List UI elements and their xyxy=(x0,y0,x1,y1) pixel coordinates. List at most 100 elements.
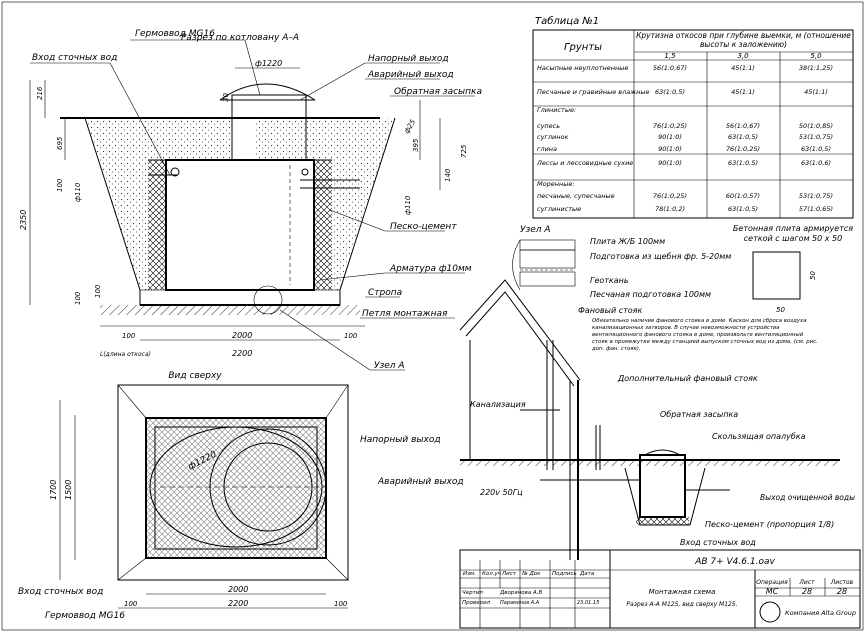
node-a-detail xyxy=(512,239,576,291)
label-hermo-bottom: Гермоввод MG16 xyxy=(45,611,125,621)
top-view xyxy=(59,384,349,609)
table-cell: 57(1:0,65) xyxy=(799,205,833,213)
dim-1500: 1500 xyxy=(64,480,73,500)
dim-30: 30 xyxy=(222,93,230,102)
top-view-title: Вид сверху xyxy=(168,371,222,381)
node-a-title: Узел А xyxy=(520,225,551,235)
house-sand-cement: Песко-цемент (пропорция 1/8) xyxy=(705,520,834,529)
label-node-a: Узел А xyxy=(374,361,405,371)
plate-dim-a: 50 xyxy=(776,306,785,314)
table-col-soil: Грунты xyxy=(564,42,602,53)
table-cell: 90(1:0) xyxy=(658,159,682,167)
table-cell: 45(1:1) xyxy=(804,88,828,96)
node-a-sand: Песчаная подготовка 100мм xyxy=(590,290,711,299)
table-row-name: Моренные: xyxy=(537,180,575,188)
label-inlet: Вход сточных вод xyxy=(32,53,117,63)
dim-2200b: 2200 xyxy=(228,599,248,608)
plate-title: Бетонная плита армируется сеткой с шагом… xyxy=(732,224,854,243)
dim-100c: 100 xyxy=(94,284,102,298)
dim-2000: 2000 xyxy=(232,331,252,340)
tb-stage: МС xyxy=(766,587,779,596)
mesh-detail xyxy=(752,251,801,300)
table-title: Таблица №1 xyxy=(535,15,599,27)
table-cell: 63(1:0,5) xyxy=(728,205,758,213)
tb-izm: Изм. xyxy=(463,571,476,577)
table-row-name: супесь xyxy=(537,122,560,130)
label-sling: Стропа xyxy=(368,288,402,298)
dim-25: ф25 xyxy=(403,118,418,135)
table-cell: 56(1:0,67) xyxy=(653,64,687,72)
dim-2200: 2200 xyxy=(232,349,252,358)
leader-lines xyxy=(30,39,475,371)
power: 220v 50Гц xyxy=(480,488,523,497)
tb-drew: Чертил xyxy=(462,590,483,596)
sliding: Скользящая опалубка xyxy=(712,432,806,441)
clean-out-1: Выход очищенной воды xyxy=(760,493,855,502)
table-row-name: суглинистые xyxy=(537,205,581,213)
dim-100a: 100 xyxy=(56,178,64,192)
house-inlet: Вход сточных вод xyxy=(680,538,756,547)
tb-list: Лист xyxy=(501,571,517,577)
dim-395: 395 xyxy=(412,138,420,152)
tb-drew-name: Дворянова А.В xyxy=(499,590,543,596)
tb-sheet: 28 xyxy=(802,587,812,596)
table-row-name: Песчаные и гравийные влажные xyxy=(537,88,649,96)
dim-1220: ф1220 xyxy=(255,59,282,68)
section-a-a xyxy=(60,83,396,315)
topview-emergency-out: Аварийный выход xyxy=(377,477,464,487)
tb-model: АВ 7+ V4.6.1.oav xyxy=(694,557,775,567)
fan-riser: Фановый стояк xyxy=(578,306,642,315)
table-cell: 45(1:1) xyxy=(731,64,755,72)
table-col-header: Крутизна откосов при глубине выемки, м (… xyxy=(636,31,851,49)
table-row-name: суглинок xyxy=(537,133,568,141)
table-cell: 53(1:0,75) xyxy=(799,133,833,141)
label-backfill: Обратная засыпка xyxy=(394,87,482,97)
tb-date: Дата xyxy=(579,571,595,577)
tb-doc: № Док xyxy=(521,571,541,577)
dim-l-note: L(длина откоса) xyxy=(100,351,151,358)
dim-2350: 2350 xyxy=(19,210,28,230)
dim-100d: 100 xyxy=(122,332,136,340)
tb-date-val: 23.01.15 xyxy=(577,600,599,606)
depth-3: 5,0 xyxy=(810,52,822,60)
tb-sheets: 28 xyxy=(837,587,847,596)
house-backfill: Обратная засыпка xyxy=(660,410,738,419)
tb-checked-name: Парамонов А.А xyxy=(500,600,540,606)
table-cell: 53(1:0,75) xyxy=(799,192,833,200)
table-cell: 60(1:0,57) xyxy=(726,192,760,200)
dim-100f: 100 xyxy=(124,600,138,608)
table-row-name: Глинистые: xyxy=(537,106,576,114)
node-a-geotextile: Геоткань xyxy=(590,276,629,285)
tb-desc1: Монтажная схема xyxy=(649,588,716,596)
table-cell: 63(1:0,5) xyxy=(801,145,831,153)
tb-kol: Кол.уч xyxy=(482,571,502,577)
node-a-slab: Плита Ж/Б 100мм xyxy=(590,237,665,246)
house-scheme xyxy=(459,279,840,560)
label-hermo-top: Гермоввод MG16 xyxy=(135,29,215,39)
dim-695: 695 xyxy=(56,136,64,150)
tb-sheets-h: Листов xyxy=(830,579,854,586)
dim-725: 725 xyxy=(460,144,468,158)
dim-2000b: 2000 xyxy=(228,585,248,594)
label-mount-loop: Петля монтажная xyxy=(362,309,448,319)
section-title: Разрез по котловану А–А xyxy=(181,33,299,43)
table-row-name: Насыпные неуплотненные xyxy=(537,64,628,72)
table-cell: 90(1:0) xyxy=(658,145,682,153)
label-rebar: Арматура ф10мм xyxy=(389,264,472,274)
table-cell: 63(1:0,6) xyxy=(801,159,831,167)
tb-checked: Проверил xyxy=(462,600,491,606)
table-row-name: Лессы и лессовидные сухие xyxy=(536,159,633,167)
soil-table xyxy=(532,29,854,219)
table-cell: 90(1:0) xyxy=(658,133,682,141)
dim-140: 140 xyxy=(444,168,452,182)
dim-110a: ф110 xyxy=(74,182,82,202)
node-a-crushed: Подготовка из щебня фр. 5-20мм xyxy=(590,252,731,261)
label-emergency-out: Аварийный выход xyxy=(367,70,454,80)
table-cell: 76(1:0,25) xyxy=(653,192,687,200)
table-cell: 63(1:0,5) xyxy=(728,159,758,167)
table-cell: 76(1:0,25) xyxy=(726,145,760,153)
label-inlet-bottom: Вход сточных вод xyxy=(18,587,103,597)
depth-2: 3,0 xyxy=(737,52,749,60)
dim-100b: 100 xyxy=(74,291,82,305)
